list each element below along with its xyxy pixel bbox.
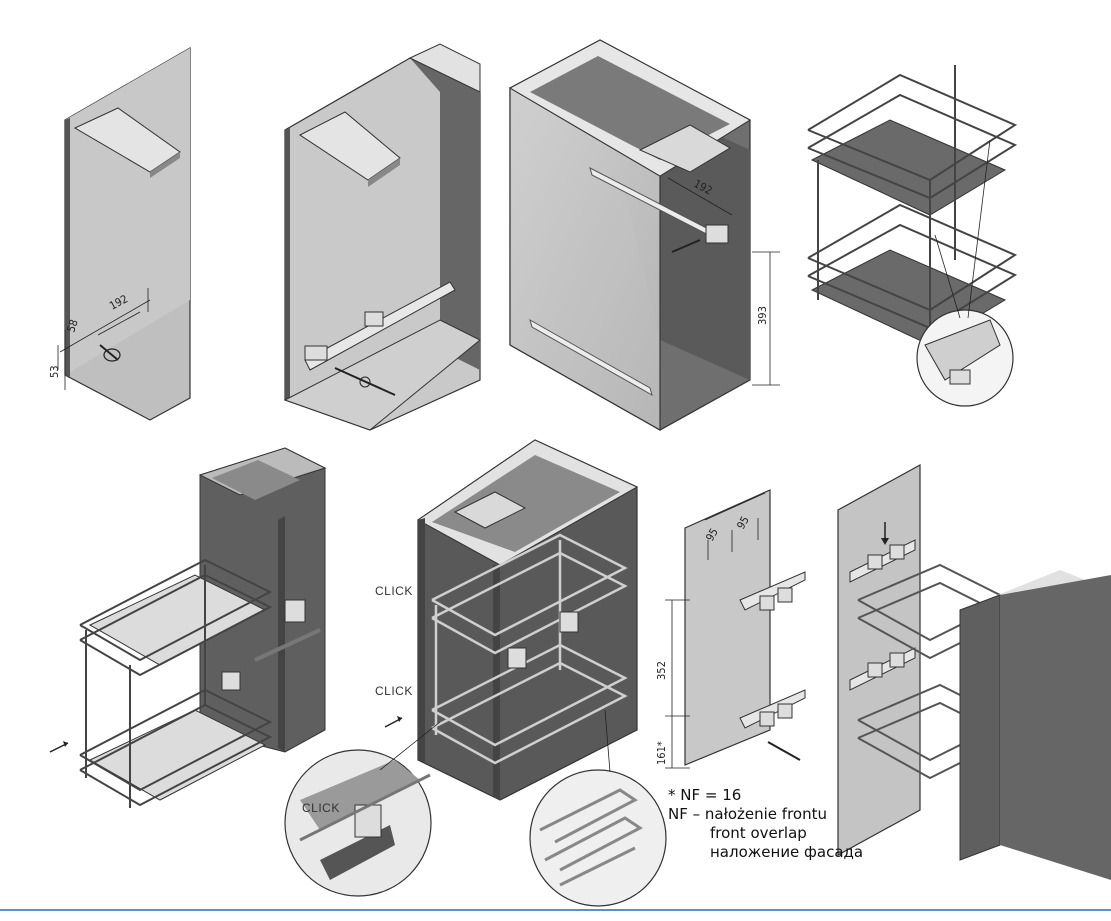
step8-front-attached: [837, 463, 1111, 880]
nf-polish: NF – nałożenie frontu: [668, 805, 827, 823]
step3-cabinet-glass: 192 393: [508, 39, 780, 432]
dim-step1-offset: 58: [64, 318, 80, 334]
nf-russian: наложение фасада: [710, 843, 864, 861]
click-label-detail: CLICK: [302, 801, 340, 815]
dim-step1-height: 53: [48, 365, 61, 378]
click-label-upper: CLICK: [375, 584, 413, 598]
step5-insert-basket: [49, 447, 327, 808]
step7-front-panel: 95 95 352 161*: [655, 489, 806, 769]
click-label-lower: CLICK: [375, 684, 413, 698]
step2-cabinet: [283, 43, 481, 431]
dim-front-vertical: 352: [655, 661, 668, 680]
bottom-divider: [0, 909, 1111, 911]
nf-note: * NF = 16 NF – nałożenie frontu front ov…: [668, 786, 863, 862]
nf-english: front overlap: [710, 824, 807, 842]
dim-front-bottom: 161*: [655, 741, 668, 765]
step1-side-panel: 192 58 53: [48, 46, 191, 421]
step4-basket: [807, 65, 1018, 407]
dim-front-spacing-left: 95: [703, 526, 721, 543]
dim-front-spacing-right: 95: [734, 514, 752, 531]
dim-step3-height: 393: [756, 306, 769, 325]
step6-cabinet-baskets: CLICK CLICK CLICK: [284, 439, 667, 907]
nf-value: * NF = 16: [668, 786, 742, 804]
